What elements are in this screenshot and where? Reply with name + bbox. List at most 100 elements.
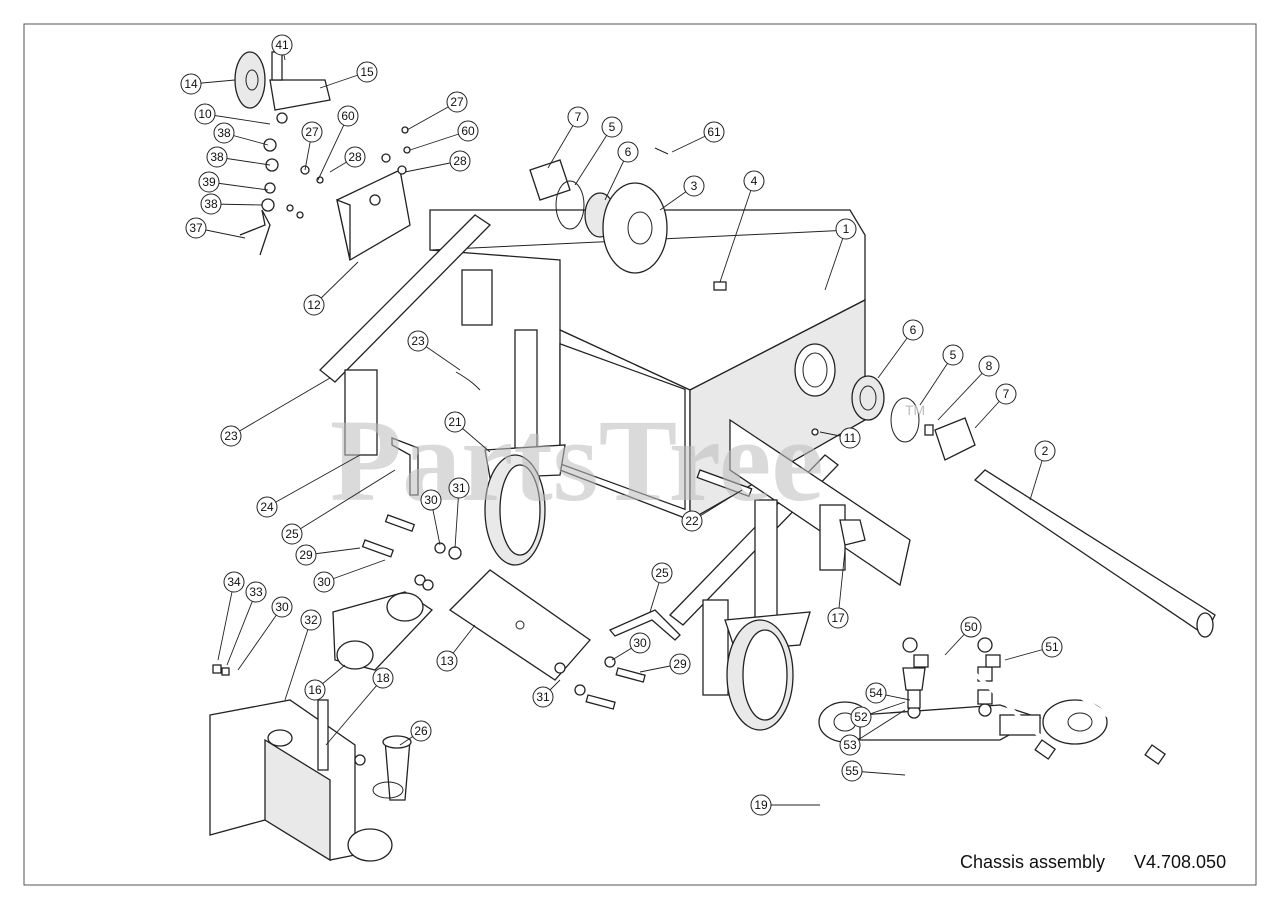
callout-label: 27 bbox=[305, 125, 319, 139]
leader-line-60 bbox=[317, 115, 349, 181]
callout-circle bbox=[651, 562, 673, 584]
callout-6: 6 bbox=[617, 141, 639, 163]
leader-line-18 bbox=[325, 677, 384, 746]
leader-line-8 bbox=[937, 365, 990, 421]
callout-label: 15 bbox=[360, 65, 374, 79]
callout-circle bbox=[827, 607, 849, 629]
callout-circle bbox=[200, 193, 222, 215]
callout-circle bbox=[865, 682, 887, 704]
callout-circle bbox=[223, 571, 245, 593]
callout-11: 11 bbox=[839, 427, 861, 449]
right-wheel-part bbox=[724, 499, 811, 731]
leader-line-24 bbox=[266, 454, 361, 508]
callout-label: 61 bbox=[707, 125, 721, 139]
callout-27: 27 bbox=[446, 91, 468, 113]
callout-label: 7 bbox=[1003, 387, 1010, 401]
callout-16: 16 bbox=[304, 679, 326, 701]
callout-label: 30 bbox=[633, 636, 647, 650]
hydraulic-hoses bbox=[913, 654, 1167, 765]
leader-line-32 bbox=[284, 619, 312, 701]
callout-10: 10 bbox=[194, 103, 216, 125]
callout-label: 23 bbox=[224, 429, 238, 443]
callout-28: 28 bbox=[449, 150, 471, 172]
callout-30: 30 bbox=[313, 571, 335, 593]
callout-circle bbox=[532, 686, 554, 708]
callout-circle bbox=[410, 720, 432, 742]
callout-4: 4 bbox=[743, 170, 765, 192]
callout-3: 3 bbox=[683, 175, 705, 197]
callout-19: 19 bbox=[750, 794, 772, 816]
callout-label: 29 bbox=[299, 548, 313, 562]
callout-label: 54 bbox=[869, 686, 883, 700]
callout-label: 1 bbox=[843, 222, 850, 236]
callout-label: 22 bbox=[685, 514, 699, 528]
callout-54: 54 bbox=[865, 682, 887, 704]
callout-circle bbox=[420, 489, 442, 511]
callout-41: 41 bbox=[271, 34, 293, 56]
callout-label: 41 bbox=[275, 38, 289, 52]
leader-line-10 bbox=[204, 113, 271, 125]
callout-circle bbox=[281, 523, 303, 545]
callout-23: 23 bbox=[220, 425, 242, 447]
callout-label: 27 bbox=[450, 95, 464, 109]
callout-label: 19 bbox=[754, 798, 768, 812]
callout-circle bbox=[303, 294, 325, 316]
callout-label: 30 bbox=[275, 600, 289, 614]
callout-24: 24 bbox=[256, 496, 278, 518]
callout-29: 29 bbox=[295, 544, 317, 566]
callout-circle bbox=[372, 667, 394, 689]
callout-label: 12 bbox=[307, 298, 321, 312]
top-bearing-group bbox=[529, 147, 727, 291]
drive-shaft-part bbox=[973, 469, 1216, 638]
leader-line-25 bbox=[291, 469, 396, 535]
callout-label: 31 bbox=[452, 481, 466, 495]
callout-circle bbox=[839, 427, 861, 449]
hitch-link-part bbox=[332, 591, 434, 671]
callout-circle bbox=[601, 116, 623, 138]
callout-circle bbox=[206, 146, 228, 168]
callout-27: 27 bbox=[301, 121, 323, 143]
callout-39: 39 bbox=[198, 171, 220, 193]
callout-label: 38 bbox=[204, 197, 218, 211]
callout-label: 5 bbox=[609, 120, 616, 134]
callout-label: 17 bbox=[831, 611, 845, 625]
bolts-left bbox=[361, 514, 462, 591]
callout-label: 37 bbox=[189, 221, 203, 235]
misc-small-parts bbox=[455, 371, 866, 546]
callout-label: 18 bbox=[376, 671, 390, 685]
callout-label: 23 bbox=[411, 334, 425, 348]
callout-label: 28 bbox=[348, 150, 362, 164]
callout-circle bbox=[407, 330, 429, 352]
callout-circle bbox=[245, 581, 267, 603]
callout-label: 13 bbox=[440, 654, 454, 668]
callout-circle bbox=[446, 91, 468, 113]
callout-34: 34 bbox=[223, 571, 245, 593]
callout-32: 32 bbox=[300, 609, 322, 631]
callout-5: 5 bbox=[942, 344, 964, 366]
callout-7: 7 bbox=[567, 106, 589, 128]
callout-label: 14 bbox=[184, 77, 198, 91]
callout-circle bbox=[301, 121, 323, 143]
callout-30: 30 bbox=[271, 596, 293, 618]
callout-label: 26 bbox=[414, 724, 428, 738]
callout-label: 24 bbox=[260, 500, 274, 514]
callout-circle bbox=[344, 146, 366, 168]
callout-label: 7 bbox=[575, 110, 582, 124]
leader-line-30 bbox=[237, 606, 283, 671]
callout-label: 25 bbox=[655, 566, 669, 580]
callout-38: 38 bbox=[206, 146, 228, 168]
callout-circle bbox=[271, 34, 293, 56]
callout-circle bbox=[750, 794, 772, 816]
left-wheel-part bbox=[484, 329, 566, 566]
callout-5: 5 bbox=[601, 116, 623, 138]
callout-circle bbox=[743, 170, 765, 192]
callout-53: 53 bbox=[839, 734, 861, 756]
callout-circle bbox=[436, 650, 458, 672]
callout-label: 30 bbox=[424, 493, 438, 507]
callout-label: 51 bbox=[1045, 640, 1059, 654]
callout-23: 23 bbox=[407, 330, 429, 352]
callout-61: 61 bbox=[703, 121, 725, 143]
callout-label: 53 bbox=[843, 738, 857, 752]
diagram-border bbox=[23, 23, 1257, 886]
